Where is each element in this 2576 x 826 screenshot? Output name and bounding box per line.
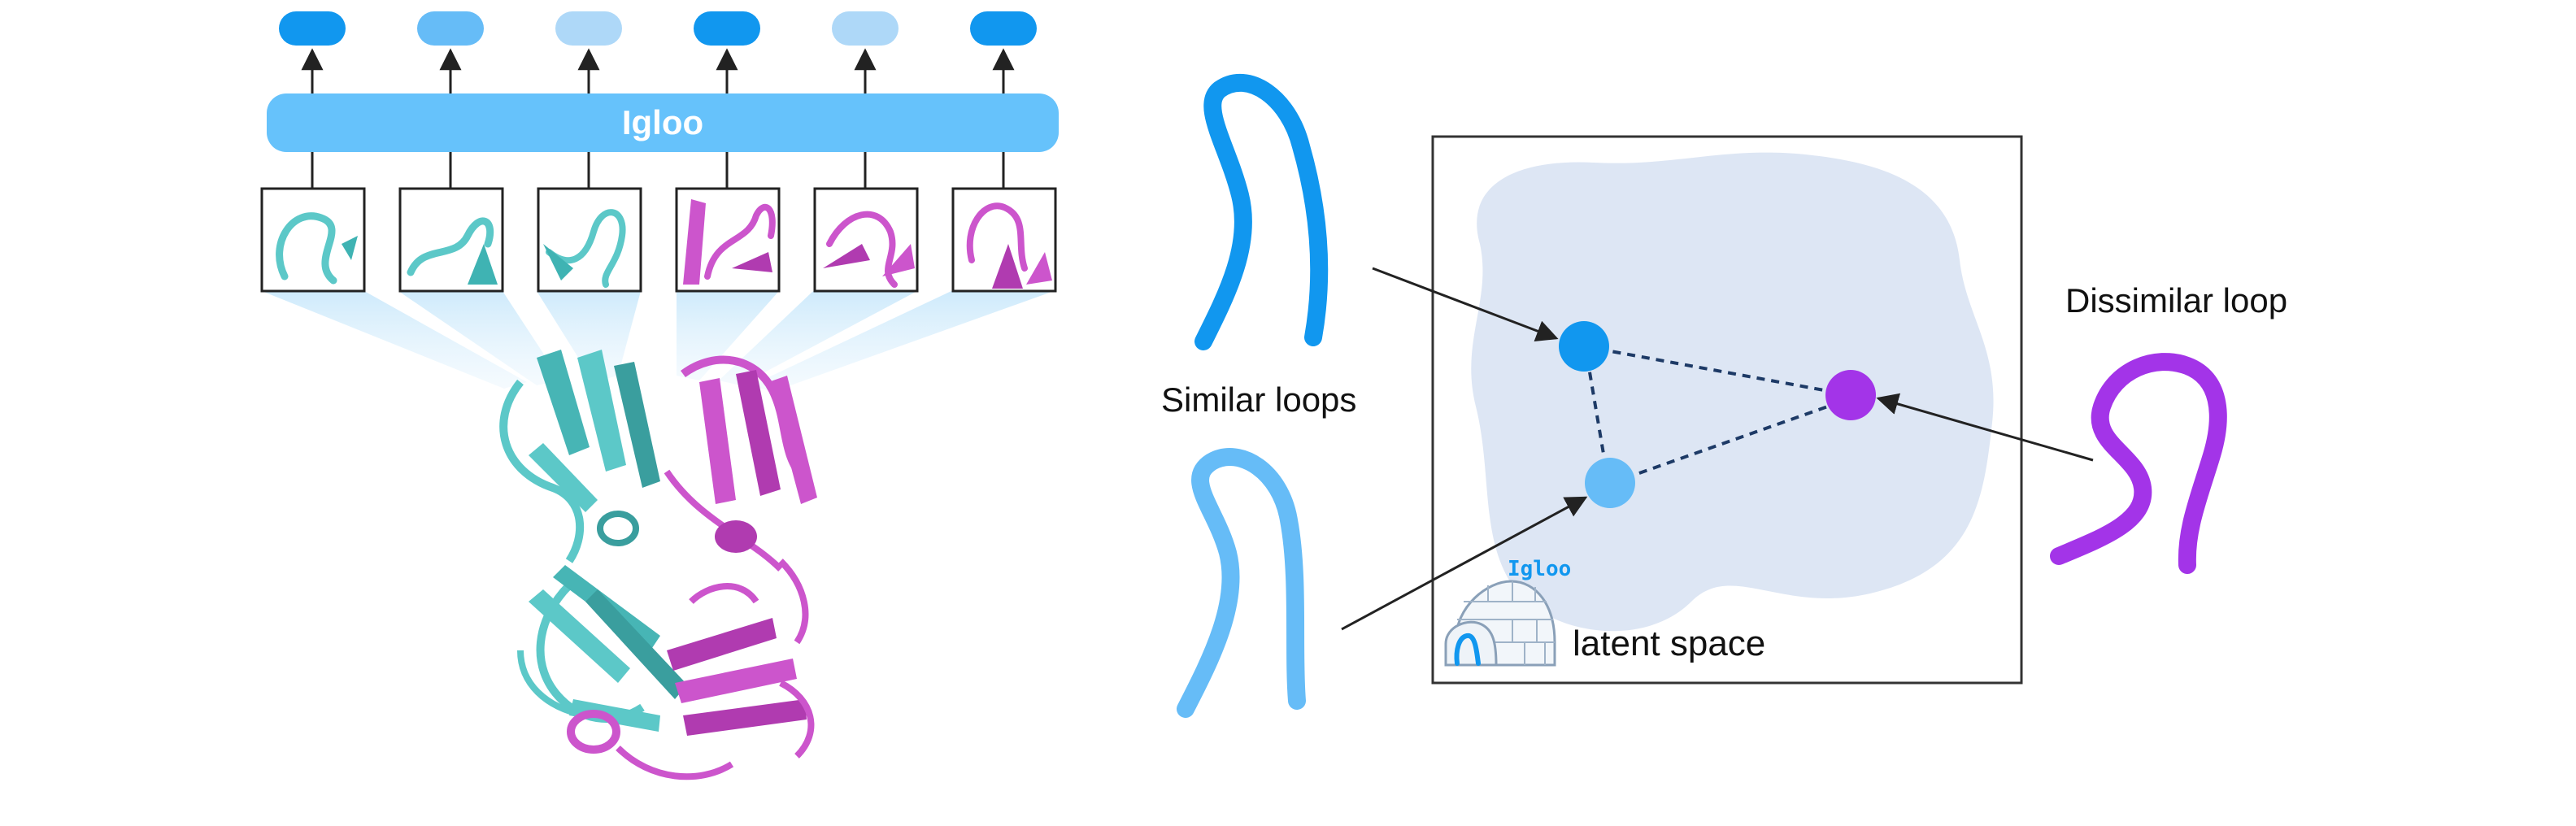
latent-space-blob: [1471, 152, 1994, 632]
loop-thumbnail: [951, 187, 1057, 293]
loop-thumbnail: [675, 187, 781, 293]
igloo-logo-text: Igloo: [1508, 557, 1571, 581]
dissimilar-loop: [2050, 353, 2227, 574]
thumbnail-connectors: [311, 152, 1005, 189]
loop-thumbnail: [813, 187, 919, 293]
igloo-encoder-bar: [267, 93, 1059, 152]
igloo-encoder-label: Igloo: [622, 103, 703, 141]
output-token: [694, 11, 760, 93]
arrow-similar-2: [1341, 496, 1588, 631]
output-token: [417, 11, 484, 93]
similar-loop-1: [1194, 73, 1329, 350]
embedding-point-similar-2: [1585, 458, 1635, 508]
latent-panel: Similar loops Dissimilar loop Igloo: [1161, 73, 2287, 718]
output-tokens: [279, 11, 1037, 93]
output-token: [555, 11, 622, 93]
igloo-logo: Igloo: [1444, 557, 1571, 667]
arrow-similar-1: [1372, 267, 1559, 341]
light-chain: [499, 350, 687, 732]
arrow-dissimilar: [1876, 393, 2094, 462]
output-token: [832, 11, 899, 93]
loop-thumbnail: [260, 187, 366, 293]
loop-thumbnail: [398, 187, 504, 293]
distance-lines: [1583, 345, 1852, 485]
embedding-point-dissimilar: [1825, 370, 1876, 420]
antibody-structure: [499, 350, 817, 780]
similar-loops-label: Similar loops: [1161, 380, 1356, 419]
similar-loop-2: [1177, 448, 1306, 718]
embedding-point-similar-1: [1559, 321, 1609, 372]
heavy-chain: [567, 355, 817, 780]
encoder-panel: Igloo: [260, 11, 1059, 780]
output-token: [970, 11, 1037, 93]
loop-thumbnail: [537, 187, 642, 293]
projection-beams: [262, 291, 1054, 392]
latent-space-label: latent space: [1573, 624, 1765, 663]
dissimilar-loop-label: Dissimilar loop: [2065, 281, 2287, 320]
output-token: [279, 11, 346, 93]
loop-thumbnails: [260, 187, 1057, 293]
